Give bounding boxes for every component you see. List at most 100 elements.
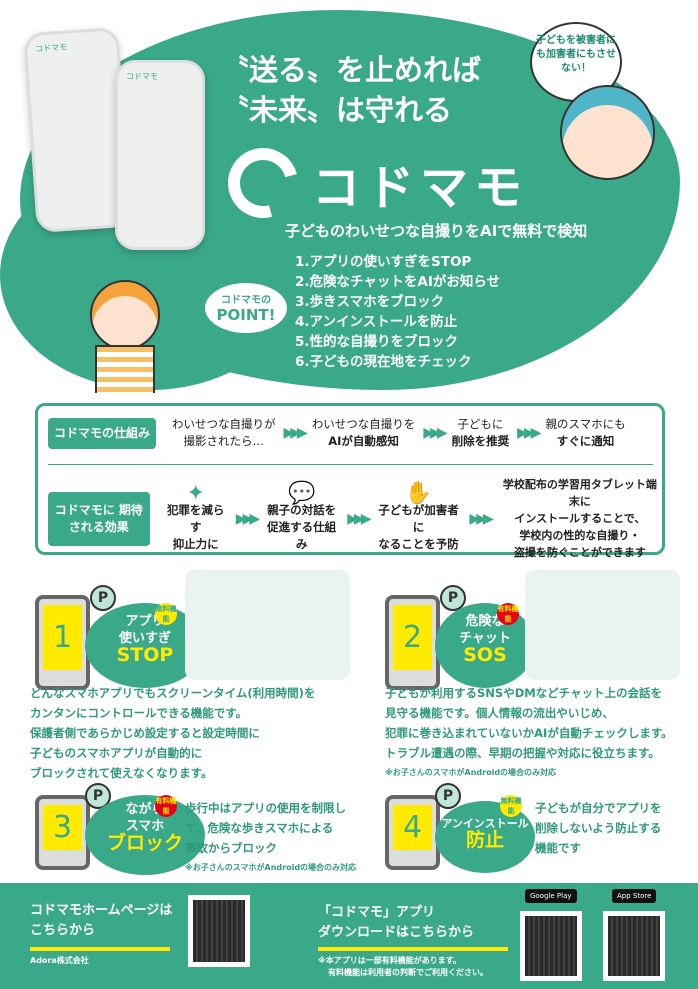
point-item: 6.子どもの現在地をチェック	[295, 354, 472, 370]
home-line: コドマモホームページは	[30, 903, 173, 918]
feature-1-desc: どんなスマホアプリでもスクリーンタイム(利用時間)をカンタンにコントロールできる…	[30, 683, 315, 783]
app-store-qr-code[interactable]	[603, 911, 665, 981]
phone-mockup-2: コドマモ	[115, 60, 205, 250]
arrow-icon: ▶▶▶	[235, 510, 260, 527]
desc-line: 犯罪に巻き込まれていないかAIが自動チェックします。	[385, 726, 673, 740]
feature-line: 危険な	[465, 614, 505, 629]
feature-line: チャット	[459, 631, 511, 646]
points-list: 1.アプリの使いすぎをSTOP 2.危険なチャットをAIがお知らせ 3.歩きスマ…	[295, 252, 500, 372]
point-label: コドマモの	[221, 295, 271, 306]
title-line: 〝未来〟は守れる	[220, 93, 453, 127]
feature-big: 防止	[465, 829, 504, 851]
title-line: 〝送る〟を止めれば	[220, 53, 482, 87]
step-line: 促進する仕組み	[267, 519, 337, 551]
paid-badge: 有料機能	[497, 603, 519, 625]
phone-icon: 2	[385, 595, 440, 690]
step-line: 子どもに	[457, 417, 504, 431]
hero-subtitle: 子どものわいせつな自撮りをAIで無料で検知	[285, 222, 588, 240]
note-line: ※本アプリは一部有料機能があります。	[318, 956, 461, 965]
desc-line: 保護者側であらかじめ設定すると設定時間に	[30, 726, 260, 740]
feature-big: SOS	[463, 644, 507, 666]
step-line: 学校内の性的な自撮り・	[519, 529, 641, 542]
feature-bubble: アンインストール防止	[435, 801, 535, 873]
homepage-qr-code[interactable]	[188, 895, 250, 967]
child-shirt	[95, 345, 155, 393]
step-line: すぐに通知	[556, 434, 615, 448]
chat-icon: 💬	[287, 480, 316, 506]
point-item: 5.性的な自撮りをブロック	[295, 334, 459, 350]
desc-line: 削除しないよう防止する	[535, 821, 662, 835]
mechanism-step: 親のスマホにもすぐに通知	[545, 416, 625, 450]
desc-line: 事故からブロック	[185, 841, 277, 855]
paid-badge: 有料機能	[155, 795, 177, 817]
mechanism-step: わいせつな自撮りが撮影されたら…	[172, 416, 276, 450]
point-item: 2.危険なチャットをAIがお知らせ	[295, 274, 501, 290]
footer: コドマモホームページはこちらから Adora株式会社 「コドマモ」アプリダウンロ…	[0, 883, 698, 989]
step-line: 抑止力に	[172, 536, 219, 551]
feature-number: 2	[393, 605, 432, 670]
desc-line: 機能です	[535, 841, 581, 855]
phone-brand: コドマモ	[126, 72, 158, 81]
google-play-badge[interactable]: Google Play	[525, 889, 577, 903]
app-store-badge[interactable]: App Store	[612, 889, 657, 903]
feature-2-desc: 子どもが利用するSNSやDMなどチャット上の会話を見守る機能です。個人情報の流出…	[385, 683, 673, 783]
p-badge-icon: P	[90, 585, 116, 611]
point-item: 1.アプリの使いすぎをSTOP	[295, 254, 472, 270]
feature-2-illustration	[525, 570, 680, 680]
mother-illustration	[560, 85, 655, 180]
effects-label: コドマモに 期待される効果	[48, 491, 150, 546]
phone-icon: 1	[35, 595, 90, 690]
note: ※お子さんのスマホがAndroidの場合のみ対応	[385, 768, 557, 777]
phone-icon: 4	[385, 795, 440, 870]
step-line: なることを予防	[378, 536, 459, 551]
effects-row: コドマモに 期待される効果 ✦犯罪を減らす抑止力に ▶▶▶ 💬親子の対話を促進す…	[48, 476, 662, 561]
phone-icon: 3	[35, 795, 90, 870]
arrow-icon: ▶▶▶	[469, 510, 493, 527]
google-play-qr-code[interactable]	[520, 911, 582, 981]
feature-number: 3	[43, 805, 82, 850]
hero-title: 〝送る〟を止めれば 〝未来〟は守れる	[220, 50, 481, 130]
home-line: こちらから	[30, 923, 96, 938]
step-line: 削除を推奨	[451, 434, 510, 448]
feature-line: スマホ	[125, 819, 165, 834]
p-badge-icon: P	[440, 585, 466, 611]
arrow-line	[318, 947, 508, 951]
point-item: 4.アンインストールを防止	[295, 314, 458, 330]
feature-1-illustration	[185, 570, 350, 680]
effect-final: 学校配布の学習用タブレット端末にインストールすることで、学校内の性的な自撮り・盗…	[498, 476, 662, 561]
feature-number: 4	[393, 805, 432, 850]
logo-text: コドマモ	[312, 160, 529, 216]
feature-3: 3 P ながらスマホブロック 有料機能	[35, 783, 205, 875]
arrow-icon: ▶▶▶	[283, 425, 308, 441]
desc-line: て、危険な歩きスマホによる	[185, 821, 334, 835]
note: ※お子さんのスマホがAndroidの場合のみ対応	[185, 863, 357, 872]
point-item: 3.歩きスマホをブロック	[295, 294, 445, 310]
arrow-icon: ▶▶▶	[347, 510, 371, 527]
desc-line: どんなスマホアプリでもスクリーンタイム(利用時間)を	[30, 686, 316, 700]
app-download-text: 「コドマモ」アプリダウンロードはこちらから	[318, 903, 474, 943]
desc-line: カンタンにコントロールできる機能です。	[30, 706, 248, 720]
company-name: Adora株式会社	[30, 956, 89, 965]
step-line: インストールすることで、	[514, 512, 646, 525]
step-line: 犯罪を減らす	[166, 502, 225, 534]
feature-3-desc: 歩行中はアプリの使用を制限して、危険な歩きスマホによる事故からブロック ※お子さ…	[185, 798, 356, 878]
desc-line: 子どものスマホアプリが自動的に	[30, 746, 203, 760]
arrow-icon: ▶▶▶	[517, 425, 541, 441]
wand-icon: ✦	[186, 480, 205, 506]
feature-4: 4 P アンインストール防止 無料機能	[385, 783, 535, 873]
logo: コドマモ	[215, 135, 529, 231]
step-line: 撮影されたら…	[183, 434, 265, 448]
free-badge: 無料機能	[155, 603, 177, 625]
step-line: AIが自動感知	[328, 434, 399, 448]
effect-item: 💬親子の対話を促進する仕組み	[264, 480, 339, 553]
divider	[48, 464, 653, 465]
homepage-text: コドマモホームページはこちらから	[30, 901, 172, 941]
arrow-line	[30, 947, 170, 951]
app-note: ※本アプリは一部有料機能があります。有料機能は利用者の判断でご利用ください。	[318, 955, 488, 979]
step-line: 子どもが加害者に	[378, 502, 459, 534]
